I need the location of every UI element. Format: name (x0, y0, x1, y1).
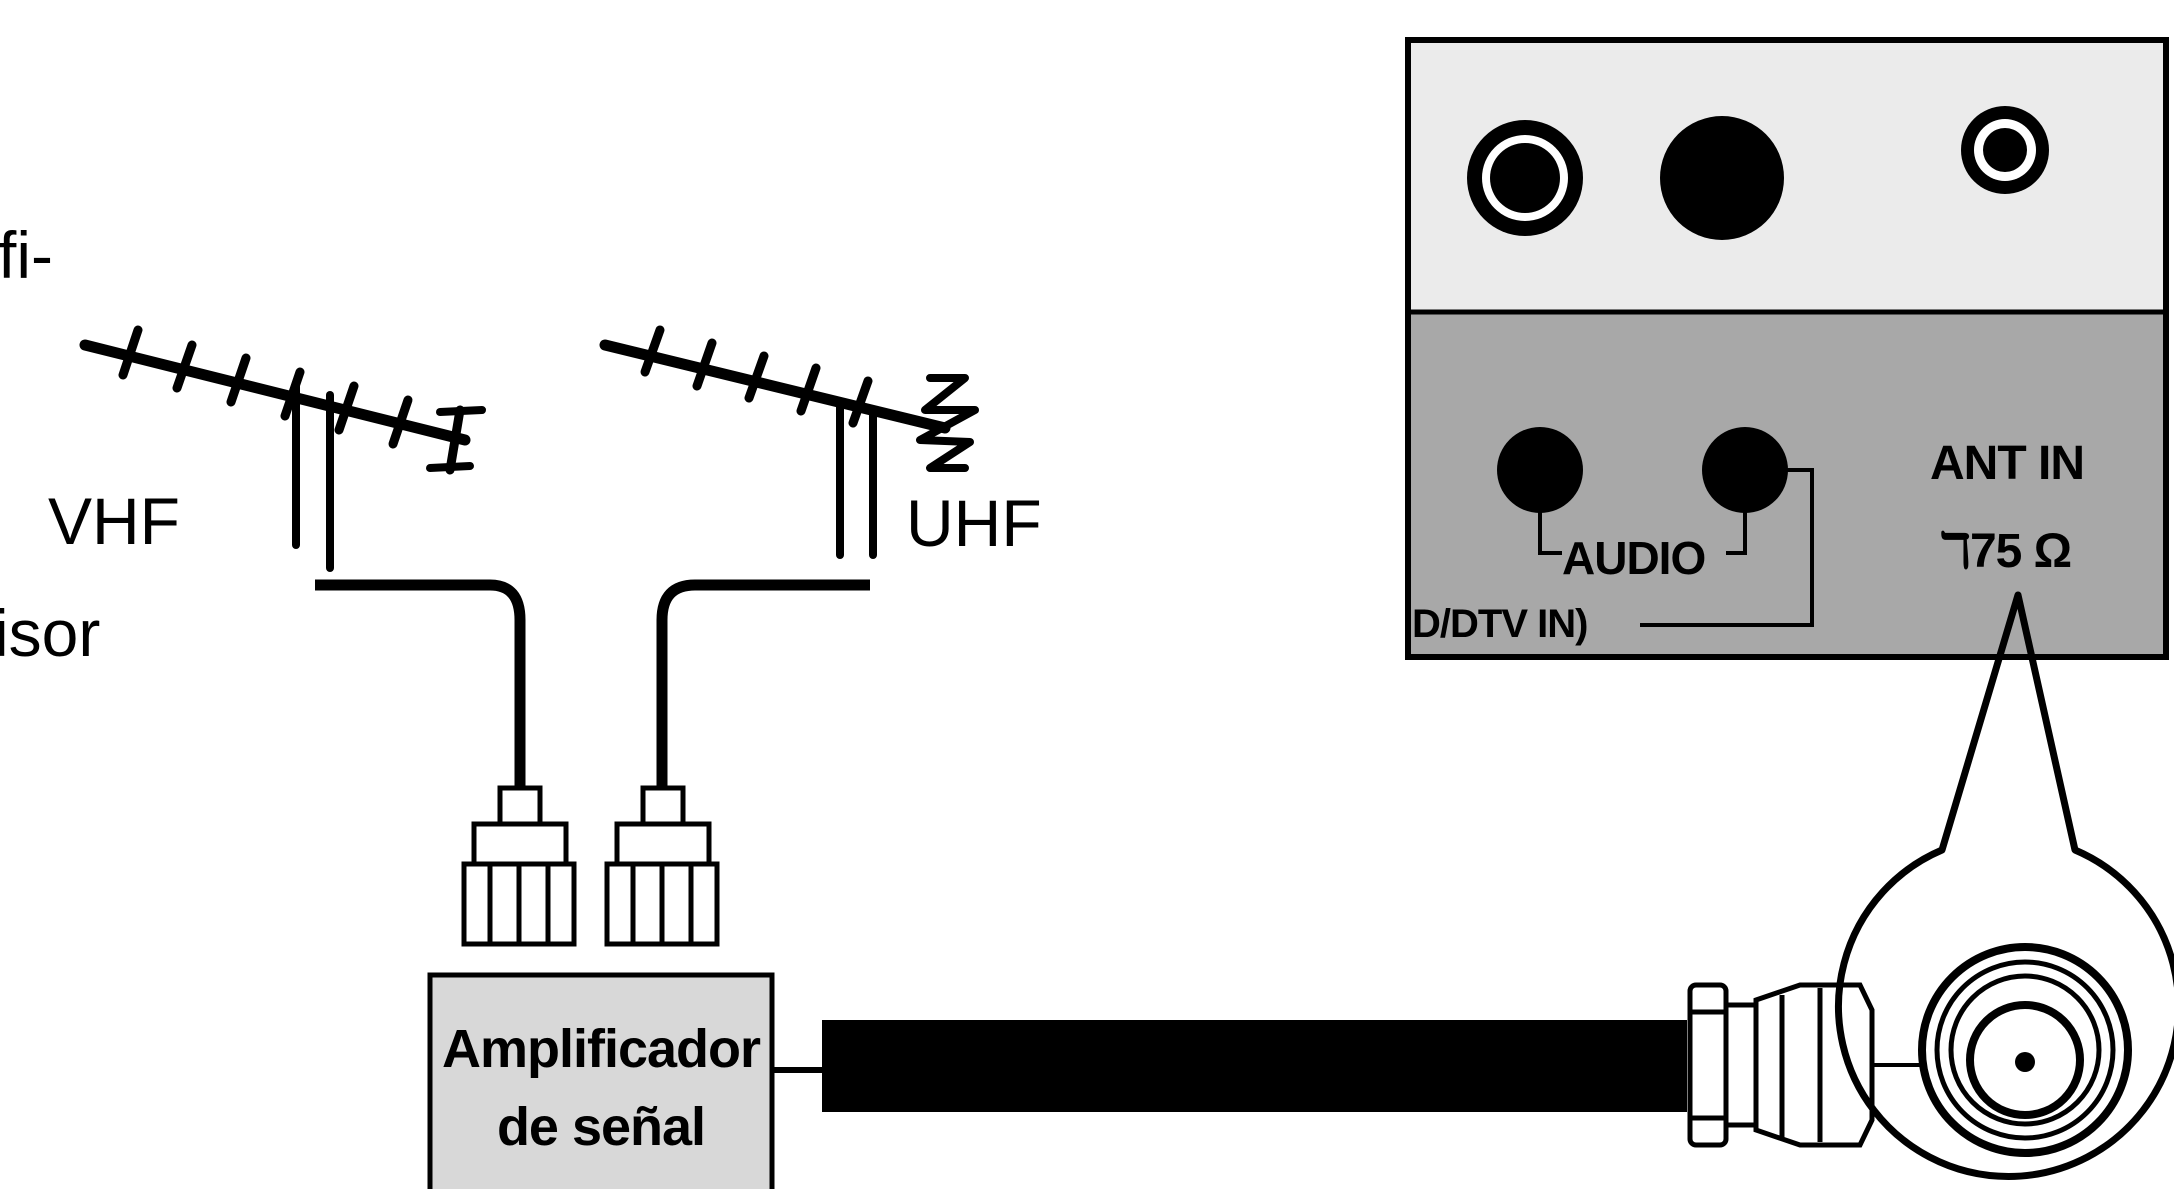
amplifier-box (427, 972, 775, 1189)
uhf-f-connector (604, 785, 720, 947)
vhf-f-connector (461, 785, 577, 947)
amplifier-label-line2: de señal (496, 1097, 706, 1157)
vhf-label: VHF (48, 484, 180, 558)
audio-label: AUDIO (1562, 532, 1706, 584)
vhf-antenna (79, 325, 486, 572)
amplifier-label-line1: Amplificador (441, 1019, 761, 1079)
audio-jacks (1497, 427, 1814, 627)
uhf-label: UHF (906, 486, 1042, 560)
output-cable (772, 1020, 1687, 1112)
dtv-in-label: D/DTV IN) (1412, 602, 1588, 646)
cable-end-connector (1687, 982, 1925, 1148)
partial-text-fragment-1: fi- (0, 218, 53, 292)
ant-in-label: ANT IN (1930, 437, 2085, 490)
uhf-antenna (599, 325, 979, 559)
impedance-symbol-icon: ℸ (1940, 525, 1971, 578)
impedance-value: 75 Ω (1969, 525, 2072, 578)
partial-text-fragment-2: isor (0, 596, 101, 670)
antenna-cables (315, 579, 870, 790)
impedance-label: ℸ75 Ω (1940, 525, 2072, 578)
ant-in-callout (1835, 591, 2174, 1180)
top-panel-jacks (1467, 106, 2049, 240)
